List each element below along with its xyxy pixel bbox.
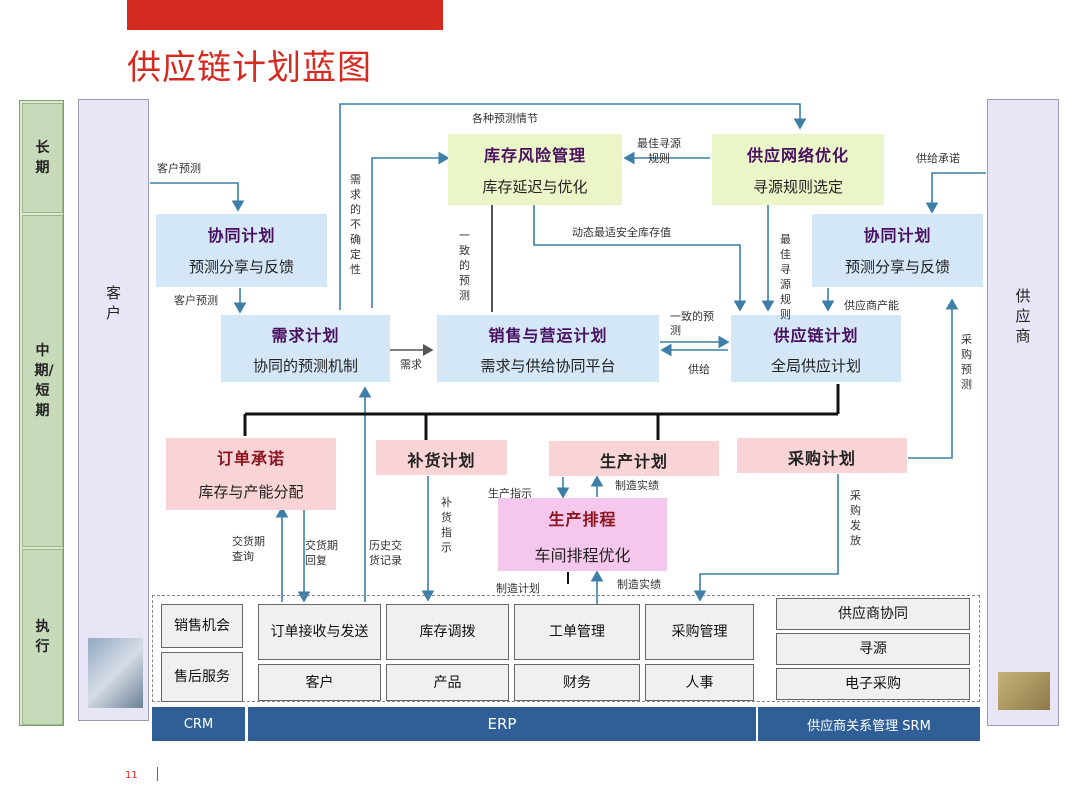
label-history-records: 历史交货记录 xyxy=(369,539,402,567)
order-promise-heading: 订单承诺 xyxy=(216,449,285,468)
production-plan-box: 生产计划 xyxy=(549,441,719,476)
label-delivery-query: 交货期查询 xyxy=(232,535,265,563)
label-consistent-forecast-horizontal: 一致的预测 xyxy=(670,310,714,337)
demand-plan-sub: 协同的预测机制 xyxy=(252,357,358,375)
label-supply-commit: 供给承诺 xyxy=(916,152,960,165)
production-schedule-sub: 车间排程优化 xyxy=(534,546,631,565)
label-demand-arrow: 需求 xyxy=(400,358,422,371)
label-customer-forecast-mid: 客户预测 xyxy=(174,294,218,307)
erp-order-receive-send: 订单接收与发送 xyxy=(258,604,381,660)
erp-finance: 财务 xyxy=(514,664,640,701)
label-dynamic-safety-stock: 动态最适安全库存值 xyxy=(572,226,671,239)
replenishment-plan-box: 补货计划 xyxy=(376,440,507,475)
page-title: 供应链计划蓝图 xyxy=(127,48,372,88)
crm-sales-opportunity: 销售机会 xyxy=(161,604,243,648)
label-mfg-plan: 制造计划 xyxy=(496,582,540,595)
erp-customer: 客户 xyxy=(258,664,381,701)
footer-divider xyxy=(157,767,158,781)
label-purchase-issue: 采购发放 xyxy=(850,489,861,547)
supplier-label: 供应商 xyxy=(1015,287,1031,345)
phase-execution: 执行 xyxy=(22,549,63,725)
label-procurement-forecast: 采购预测 xyxy=(961,333,972,391)
label-supply-arrow: 供给 xyxy=(688,363,710,376)
label-delivery-reply: 交货期回复 xyxy=(305,539,338,567)
inventory-risk-sub: 库存延迟与优化 xyxy=(482,178,588,196)
label-production-instruction: 生产指示 xyxy=(488,487,532,500)
erp-inventory-transfer: 库存调拨 xyxy=(386,604,509,660)
order-promise-sub: 库存与产能分配 xyxy=(198,483,304,501)
erp-product: 产品 xyxy=(386,664,509,701)
network-optimization-heading: 供应网络优化 xyxy=(746,146,849,165)
procurement-plan-heading: 采购计划 xyxy=(787,449,856,468)
label-customer-forecast-top: 客户预测 xyxy=(157,162,201,175)
phase-long-term: 长期 xyxy=(22,103,63,213)
inventory-risk-heading: 库存风险管理 xyxy=(483,146,586,165)
supply-chain-plan-sub: 全局供应计划 xyxy=(770,357,861,375)
supply-chain-plan-heading: 供应链计划 xyxy=(773,326,859,345)
label-mfg-actual-bottom: 制造实绩 xyxy=(617,578,661,591)
collab-plan-right-heading: 协同计划 xyxy=(863,226,932,245)
phase-long-term-label: 长期 xyxy=(35,140,50,176)
label-consistent-forecast-vertical: 一致的预测 xyxy=(459,229,470,302)
srm-band: 供应商关系管理 SRM xyxy=(758,707,980,741)
procurement-plan-box: 采购计划 xyxy=(737,438,907,473)
phase-mid-short-term-label: 中期/短期 xyxy=(34,343,54,419)
crm-after-sales: 售后服务 xyxy=(161,652,243,702)
customer-column: 客户 xyxy=(78,99,149,721)
production-schedule-box: 生产排程 车间排程优化 xyxy=(498,498,667,571)
supply-chain-plan-box: 供应链计划 全局供应计划 xyxy=(731,315,901,382)
network-optimization-sub: 寻源规则选定 xyxy=(752,178,843,196)
label-best-sourcing-right: 最佳寻源规则 xyxy=(780,233,791,321)
erp-hr: 人事 xyxy=(645,664,754,701)
demand-plan-heading: 需求计划 xyxy=(271,326,340,345)
label-supplier-capacity: 供应商产能 xyxy=(844,299,899,312)
sop-heading: 销售与营运计划 xyxy=(488,326,608,345)
erp-work-order: 工单管理 xyxy=(514,604,640,660)
order-promise-box: 订单承诺 库存与产能分配 xyxy=(166,438,336,510)
phase-execution-label: 执行 xyxy=(35,619,50,655)
collab-plan-right-sub: 预测分享与反馈 xyxy=(844,258,950,276)
title-accent-bar xyxy=(127,0,443,30)
srm-sourcing: 寻源 xyxy=(776,633,970,665)
srm-supplier-collab: 供应商协同 xyxy=(776,598,970,630)
production-plan-heading: 生产计划 xyxy=(599,452,668,471)
replenishment-plan-heading: 补货计划 xyxy=(407,451,476,470)
erp-procurement-mgmt: 采购管理 xyxy=(645,604,754,660)
label-best-sourcing-top: 最佳寻源规则 xyxy=(637,137,681,165)
network-optimization-box: 供应网络优化 寻源规则选定 xyxy=(712,134,884,205)
page-number: 11 xyxy=(125,770,138,781)
erp-band: ERP xyxy=(248,707,756,741)
inventory-risk-box: 库存风险管理 库存延迟与优化 xyxy=(448,134,622,205)
sop-box: 销售与营运计划 需求与供给协同平台 xyxy=(437,315,659,382)
customer-label: 客户 xyxy=(105,284,121,322)
collab-plan-left-sub: 预测分享与反馈 xyxy=(188,258,294,276)
sop-sub: 需求与供给协同平台 xyxy=(480,357,616,375)
label-mfg-actual-top: 制造实绩 xyxy=(615,479,659,492)
collab-plan-right-box: 协同计划 预测分享与反馈 xyxy=(812,214,983,287)
label-various-forecast: 各种预测情节 xyxy=(472,112,538,125)
label-replenish-instruction: 补货指示 xyxy=(441,496,452,554)
collab-plan-left-box: 协同计划 预测分享与反馈 xyxy=(156,214,327,287)
systems-frame xyxy=(152,595,980,702)
customer-photo xyxy=(88,638,143,708)
crm-band: CRM xyxy=(152,707,245,741)
phase-column: 长期 中期/短期 执行 xyxy=(19,100,64,726)
phase-mid-short-term: 中期/短期 xyxy=(22,215,63,547)
srm-e-procurement: 电子采购 xyxy=(776,668,970,700)
production-schedule-heading: 生产排程 xyxy=(548,510,617,529)
collab-plan-left-heading: 协同计划 xyxy=(207,226,276,245)
demand-plan-box: 需求计划 协同的预测机制 xyxy=(221,315,390,382)
supplier-column: 供应商 xyxy=(987,99,1059,726)
label-demand-uncertainty: 需求的不确定性 xyxy=(350,173,361,276)
warehouse-icon xyxy=(998,672,1050,710)
